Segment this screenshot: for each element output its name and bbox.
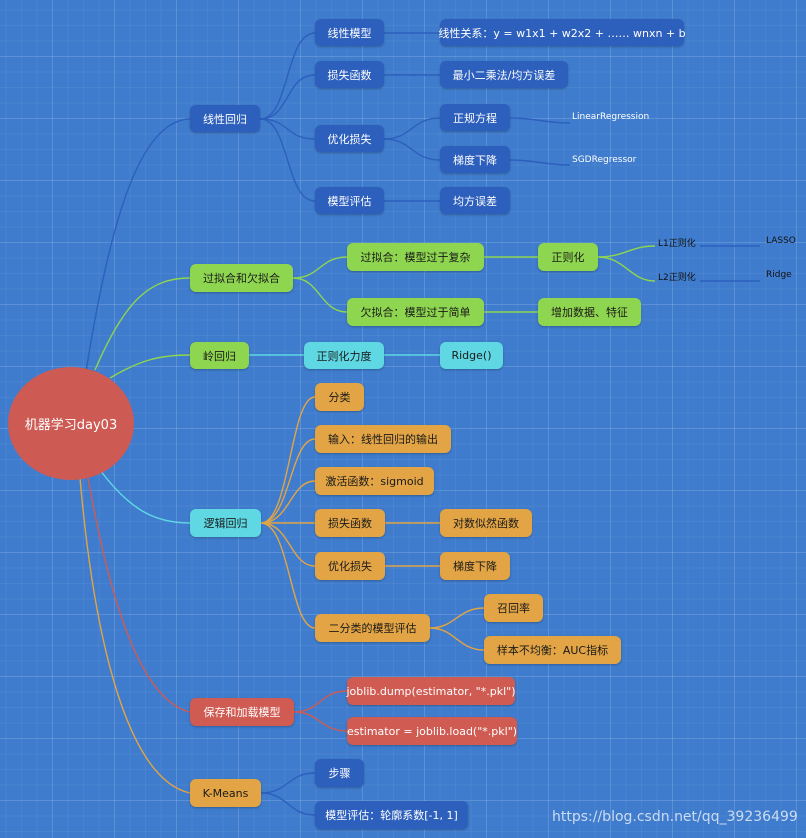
node-linear-optimize[interactable]: 优化损失: [315, 125, 384, 152]
node-label: 线性模型: [327, 26, 372, 40]
node-regularization-strength[interactable]: 正则化力度: [304, 342, 384, 369]
node-label: 分类: [328, 391, 351, 404]
node-label: 保存和加载模型: [203, 706, 281, 719]
node-logistic-optimize-desc[interactable]: 梯度下降: [440, 552, 510, 580]
node-label: 正则化: [551, 251, 585, 264]
node-label: 二分类的模型评估: [328, 622, 417, 635]
node-label: 召回率: [497, 602, 530, 615]
node-ridge-api[interactable]: Ridge(): [440, 342, 503, 369]
node-label: 过拟合：模型过于复杂: [360, 251, 471, 264]
node-label: 样本不均衡：AUC指标: [496, 644, 609, 657]
node-label: 正规方程: [453, 111, 497, 125]
node-label: 损失函数: [327, 68, 372, 82]
node-logistic-classify[interactable]: 分类: [315, 383, 364, 411]
node-linear-regression[interactable]: 线性回归: [190, 105, 260, 132]
node-logistic-loss-desc[interactable]: 对数似然函数: [440, 509, 532, 537]
node-label: 欠拟合：模型过于简单: [360, 306, 471, 319]
node-binary-eval[interactable]: 二分类的模型评估: [315, 614, 430, 642]
node-label: 正则化力度: [316, 349, 372, 363]
node-underfitting[interactable]: 欠拟合：模型过于简单: [347, 298, 484, 326]
node-logistic-loss[interactable]: 损失函数: [315, 509, 385, 537]
root-label: 机器学习day03: [24, 418, 118, 433]
label-l1-regularization: L1正则化: [658, 239, 696, 249]
node-label: 梯度下降: [453, 153, 497, 167]
node-label: joblib.dump(estimator, "*.pkl"): [346, 684, 516, 698]
node-label: 均方误差: [453, 194, 497, 208]
root-node[interactable]: 机器学习day03: [8, 367, 134, 480]
node-joblib-load[interactable]: estimator = joblib.load("*.pkl"): [347, 717, 517, 745]
node-imbalance-auc[interactable]: 样本不均衡：AUC指标: [484, 636, 621, 664]
node-label: 优化损失: [328, 560, 372, 573]
node-label: 优化损失: [327, 132, 372, 146]
node-label: 过拟合和欠拟合: [203, 272, 280, 285]
node-linear-loss[interactable]: 损失函数: [315, 61, 384, 88]
node-label: 线性关系：y = w1x1 + w2x2 + …… wnxn + b: [438, 26, 686, 40]
label-l2-regularization: L2正则化: [658, 273, 696, 283]
node-ridge-regression[interactable]: 岭回归: [190, 342, 249, 369]
node-recall[interactable]: 召回率: [484, 594, 543, 622]
node-label: K-Means: [202, 786, 249, 800]
node-logistic-activation[interactable]: 激活函数：sigmoid: [315, 467, 434, 495]
node-linear-model[interactable]: 线性模型: [315, 19, 384, 46]
label-linear-regression-api: LinearRegression: [572, 112, 650, 122]
node-linear-model-desc[interactable]: 线性关系：y = w1x1 + w2x2 + …… wnxn + b: [438, 19, 686, 46]
node-logistic-regression[interactable]: 逻辑回归: [190, 509, 261, 537]
node-label: 梯度下降: [453, 560, 497, 573]
label-sgd-regressor-api: SGDRegressor: [572, 155, 637, 165]
node-regularization[interactable]: 正则化: [538, 243, 598, 271]
node-label: 模型评估：轮廓系数[-1, 1]: [325, 809, 458, 822]
node-label: 增加数据、特征: [551, 306, 628, 319]
node-linear-loss-desc[interactable]: 最小二乘法/均方误差: [440, 61, 568, 88]
node-label: 岭回归: [203, 349, 236, 363]
label-ridge: Ridge: [766, 270, 792, 280]
node-logistic-optimize[interactable]: 优化损失: [315, 552, 385, 580]
watermark-url: https://blog.csdn.net/qq_39236499: [552, 809, 798, 825]
node-label: 对数似然函数: [453, 517, 519, 530]
node-label: 步骤: [328, 767, 351, 780]
node-logistic-input[interactable]: 输入：线性回归的输出: [315, 425, 451, 453]
node-fitting[interactable]: 过拟合和欠拟合: [190, 264, 293, 292]
node-label: 模型评估: [327, 194, 372, 208]
node-normal-equation[interactable]: 正规方程: [440, 104, 510, 131]
label-lasso: LASSO: [766, 236, 796, 246]
node-label: 激活函数：sigmoid: [325, 475, 424, 488]
node-label: 最小二乘法/均方误差: [452, 68, 556, 82]
node-kmeans[interactable]: K-Means: [190, 779, 261, 807]
node-linear-eval[interactable]: 模型评估: [315, 187, 384, 214]
node-label: 逻辑回归: [203, 517, 248, 530]
node-overfitting[interactable]: 过拟合：模型过于复杂: [347, 243, 484, 271]
node-underfitting-fix[interactable]: 增加数据、特征: [538, 298, 641, 326]
node-label: 线性回归: [203, 112, 247, 126]
node-kmeans-steps[interactable]: 步骤: [315, 759, 364, 787]
node-joblib-dump[interactable]: joblib.dump(estimator, "*.pkl"): [346, 677, 516, 705]
node-label: 输入：线性回归的输出: [328, 433, 438, 446]
node-label: estimator = joblib.load("*.pkl"): [346, 724, 518, 738]
node-label: 损失函数: [328, 517, 372, 530]
node-save-load-model[interactable]: 保存和加载模型: [190, 698, 294, 726]
node-linear-eval-desc[interactable]: 均方误差: [440, 187, 510, 214]
node-kmeans-eval[interactable]: 模型评估：轮廓系数[-1, 1]: [315, 801, 468, 829]
node-label: Ridge(): [451, 349, 492, 362]
node-gradient-descent[interactable]: 梯度下降: [440, 146, 510, 173]
